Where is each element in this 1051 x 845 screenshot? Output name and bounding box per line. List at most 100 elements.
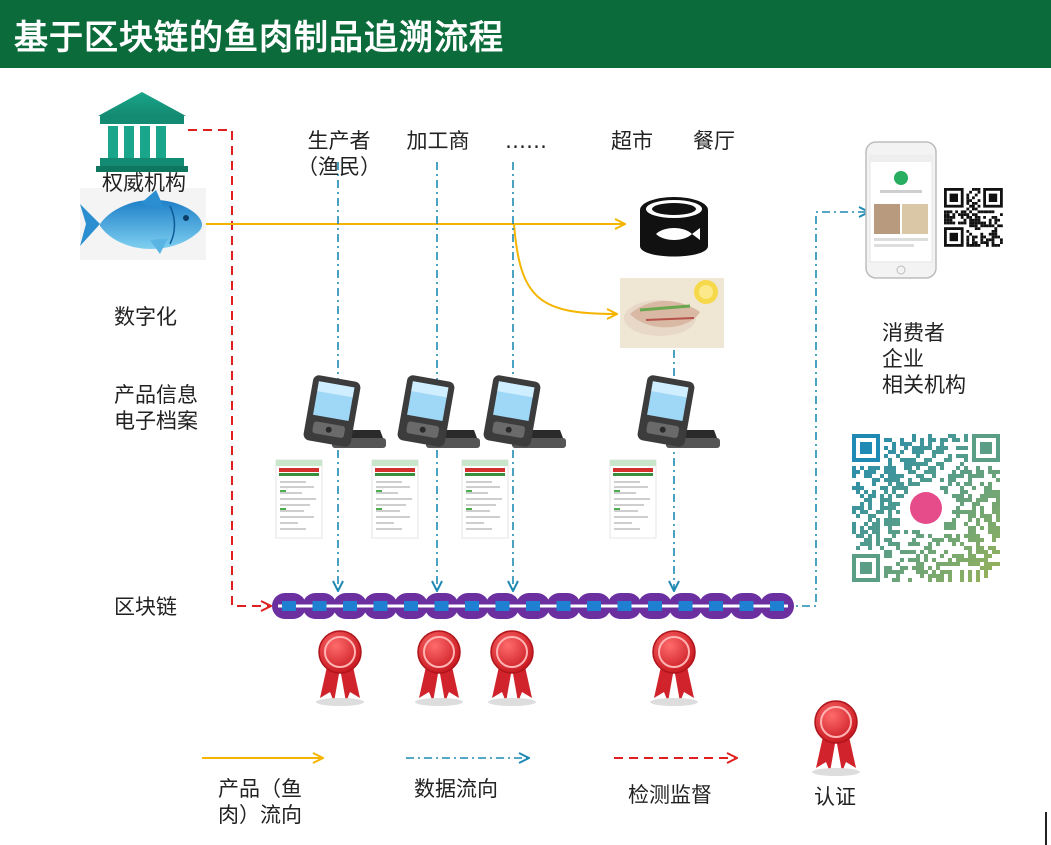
qr-module xyxy=(916,530,920,534)
qr-module xyxy=(952,518,956,522)
qr-module xyxy=(912,446,916,450)
qr-module xyxy=(888,494,892,498)
qr-module xyxy=(966,235,970,239)
qr-module xyxy=(892,470,896,474)
qr-module xyxy=(896,522,900,526)
qr-module xyxy=(991,216,995,219)
qr-module xyxy=(976,538,980,542)
qr-module xyxy=(928,478,932,482)
qr-module xyxy=(860,494,864,498)
qr-module xyxy=(988,554,992,558)
qr-module xyxy=(872,522,876,526)
qr-module xyxy=(880,498,884,502)
qr-module xyxy=(888,482,892,486)
qr-module xyxy=(916,466,920,470)
qr-module xyxy=(928,534,932,538)
qr-module xyxy=(992,494,996,498)
qr-module xyxy=(964,498,968,502)
qr-module xyxy=(991,224,995,228)
qr-module xyxy=(960,494,964,498)
qr-module xyxy=(944,446,948,450)
pda-device-icon xyxy=(482,374,566,448)
qr-module xyxy=(976,474,980,478)
qr-module xyxy=(868,542,872,546)
qr-module xyxy=(969,190,972,194)
qr-module xyxy=(964,482,968,486)
blockchain-label: 区块链 xyxy=(114,595,177,619)
chain-block xyxy=(495,601,510,611)
qr-module xyxy=(896,578,900,582)
qr-module xyxy=(892,506,896,510)
qr-module xyxy=(856,506,860,510)
qr-module xyxy=(888,466,892,470)
qr-module xyxy=(924,458,928,462)
qr-module xyxy=(916,570,920,574)
qr-module xyxy=(960,502,964,506)
qr-module xyxy=(986,238,989,242)
qr-module xyxy=(983,235,986,239)
qr-module xyxy=(884,570,888,574)
qr-module xyxy=(968,518,972,522)
qr-module xyxy=(904,458,908,462)
qr-module xyxy=(896,510,900,514)
qr-module xyxy=(928,574,932,578)
qr-module xyxy=(896,454,900,458)
qr-finder xyxy=(943,227,964,247)
qr-module xyxy=(932,558,936,562)
qr-module xyxy=(856,470,860,474)
qr-module xyxy=(963,218,967,222)
qr-module xyxy=(884,478,888,482)
qr-module xyxy=(976,502,980,506)
qr-module xyxy=(980,224,984,228)
qr-module xyxy=(964,558,968,562)
qr-module xyxy=(880,486,884,490)
qr-module xyxy=(977,216,981,219)
qr-module xyxy=(980,510,984,514)
qr-module xyxy=(860,486,864,490)
qr-module xyxy=(940,446,944,450)
qr-module xyxy=(964,534,968,538)
qr-module xyxy=(996,550,1000,554)
qr-module xyxy=(892,530,896,534)
qr-module xyxy=(948,578,952,582)
qr-module xyxy=(872,494,876,498)
qr-module xyxy=(988,514,992,518)
qr-module xyxy=(972,506,976,510)
qr-module xyxy=(864,470,868,474)
wechat-qr-code-icon xyxy=(852,434,1000,582)
qr-module xyxy=(996,502,1000,506)
qr-module xyxy=(900,442,904,446)
qr-module xyxy=(960,578,964,582)
qr-module xyxy=(991,238,995,242)
edge-divider xyxy=(1045,812,1047,845)
qr-module xyxy=(888,510,892,514)
qr-module xyxy=(991,241,995,244)
qr-module xyxy=(996,562,1000,566)
qr-module xyxy=(968,562,972,566)
qr-module xyxy=(956,494,960,498)
qr-module xyxy=(964,458,968,462)
chain-block xyxy=(556,601,571,611)
qr-module xyxy=(908,550,912,554)
qr-module xyxy=(988,566,992,570)
qr-module xyxy=(948,534,952,538)
qr-module xyxy=(892,490,896,494)
qr-module xyxy=(932,570,936,574)
qr-module xyxy=(994,244,998,247)
qr-module xyxy=(928,438,932,442)
qr-module xyxy=(940,574,944,578)
qr-module xyxy=(948,526,952,530)
qr-module xyxy=(904,462,908,466)
qr-module xyxy=(980,526,984,530)
qr-module xyxy=(888,474,892,478)
qr-module xyxy=(960,574,964,578)
qr-module xyxy=(944,526,948,530)
qr-module xyxy=(992,522,996,526)
qr-module xyxy=(968,546,972,550)
qr-module xyxy=(966,196,970,200)
qr-module xyxy=(912,434,916,438)
qr-module xyxy=(904,466,908,470)
qr-module xyxy=(880,510,884,514)
qr-module xyxy=(896,570,900,574)
qr-module xyxy=(996,518,1000,522)
